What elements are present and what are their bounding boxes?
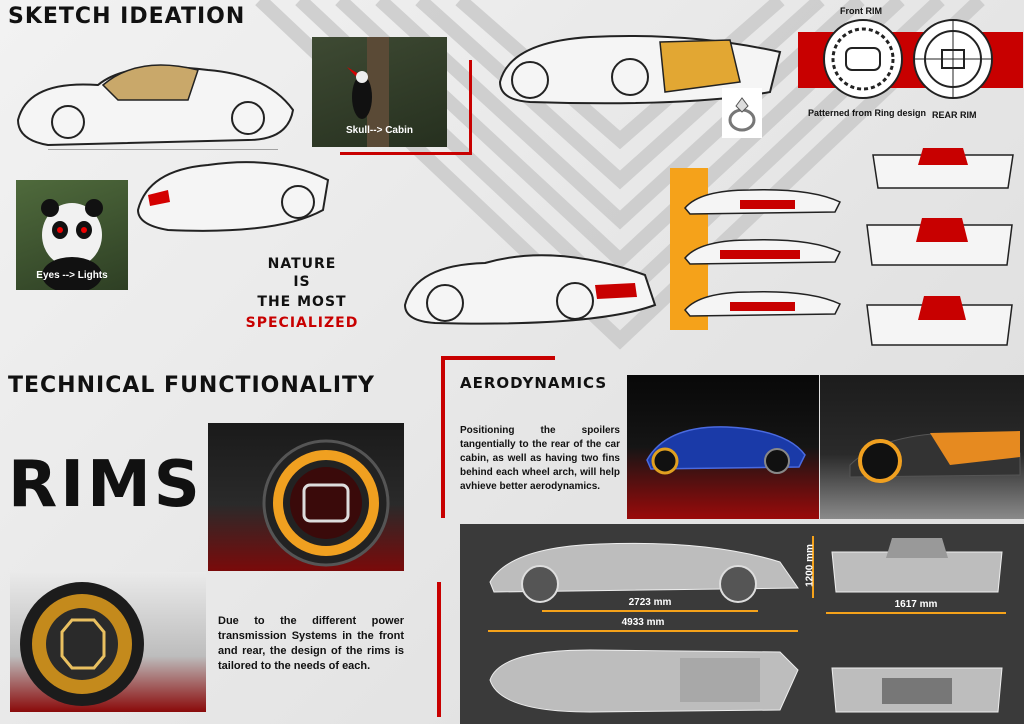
technical-functionality-title: TECHNICAL FUNCTIONALITY <box>8 373 375 398</box>
side-sketch-3 <box>684 291 842 317</box>
aero-accent-vertical <box>441 358 445 518</box>
rims-title: RIMS <box>8 448 203 522</box>
nature-line-2: IS <box>293 274 311 290</box>
aerodynamics-description: Positioning the spoilers tangentially to… <box>460 425 620 492</box>
front-rim-drawing <box>823 19 903 99</box>
front-rim-label: Front RIM <box>840 6 882 16</box>
aero-accent-horizontal <box>441 356 555 360</box>
eyes-caption: Eyes --> Lights <box>36 270 108 281</box>
rear-rim-label: REAR RIM <box>932 110 977 120</box>
woodpecker-accent-side <box>469 60 472 155</box>
front-view-render <box>831 538 1003 593</box>
front-view-sketch-3 <box>866 296 1013 346</box>
rims-accent-vertical <box>437 582 441 717</box>
rim-photo-bottom <box>10 572 206 712</box>
side-sketch-2 <box>684 239 842 265</box>
height-label: 1200 mm <box>804 544 816 587</box>
side-sketch-1 <box>684 189 842 215</box>
car-sketch-top-middle <box>498 35 782 105</box>
wheelbase-label: 2723 mm <box>628 597 672 608</box>
side-view-render <box>489 542 799 603</box>
car-sketch-center <box>403 254 657 325</box>
length-dimension-line <box>488 630 798 632</box>
panda-photo: Eyes --> Lights <box>16 180 128 290</box>
aero-render-orange-car <box>820 375 1024 519</box>
front-view-sketch-1 <box>872 148 1014 189</box>
woodpecker-photo: Skull--> Cabin <box>312 37 447 147</box>
car-sketch-top-left <box>16 64 295 150</box>
skull-caption: Skull--> Cabin <box>346 125 413 136</box>
ring-pattern-caption: Patterned from Ring design <box>808 108 927 118</box>
ring-image <box>722 88 762 138</box>
top-view-render <box>489 649 799 713</box>
length-label: 4933 mm <box>621 617 665 628</box>
woodpecker-accent-bottom <box>340 152 472 155</box>
aerodynamics-title: AERODYNAMICS <box>460 374 608 392</box>
nature-line-1: NATURE <box>267 256 337 272</box>
sketch-ideation-title: SKETCH IDEATION <box>8 4 246 29</box>
wheelbase-dimension-line <box>542 610 758 612</box>
width-label: 1617 mm <box>894 599 938 610</box>
nature-line-4: SPECIALIZED <box>245 315 359 331</box>
aero-render-blue-car <box>627 375 819 519</box>
nature-line-3: THE MOST <box>257 294 347 310</box>
rear-view-render <box>831 667 1003 713</box>
rear-rim-drawing <box>913 19 993 99</box>
rim-photo-top <box>208 423 404 571</box>
front-view-sketch-2 <box>866 218 1013 266</box>
width-dimension-line <box>826 612 1006 614</box>
rims-description: Due to the different power transmission … <box>218 615 404 672</box>
height-dimension-line <box>812 536 814 598</box>
car-sketch-middle-left <box>136 161 330 232</box>
